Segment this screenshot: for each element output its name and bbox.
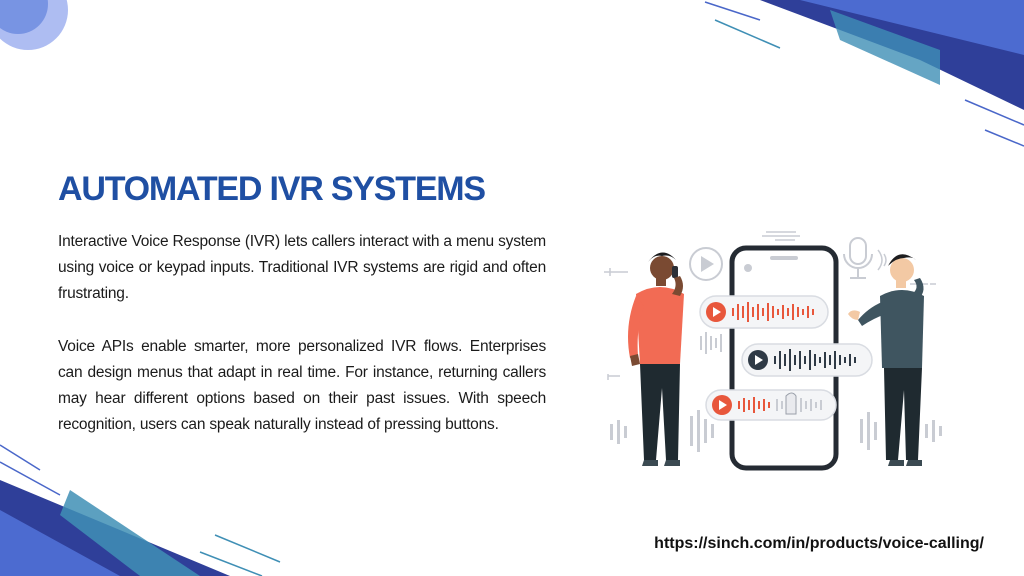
paragraph-voice-apis: Voice APIs enable smarter, more personal…: [58, 338, 546, 433]
bottom-left-line-2: [0, 461, 61, 496]
play-bubble-triangle: [701, 256, 714, 272]
bottom-left-stripe-blue: [0, 510, 120, 576]
voice-message-3: [705, 389, 837, 421]
top-right-stripe-teal: [830, 10, 940, 85]
top-right-stripe-blue: [800, 0, 1024, 55]
microphone-icon: [843, 237, 873, 279]
slide-title: AUTOMATED IVR SYSTEMS: [58, 170, 486, 208]
voice-message-1: [699, 295, 829, 329]
caller-man-figure: [628, 252, 684, 466]
background-doodles: [604, 231, 936, 380]
voice-message-2: [741, 343, 873, 377]
background-sound-bars: [610, 332, 942, 452]
source-url[interactable]: https://sinch.com/in/products/voice-call…: [654, 535, 984, 552]
voice-call-illustration: [604, 231, 942, 471]
top-right-line-1: [704, 1, 761, 21]
bottom-left-line-3: [214, 534, 281, 563]
phone-speaker: [770, 256, 798, 260]
agent-man-figure: [848, 254, 924, 466]
top-right-line-3: [964, 99, 1024, 126]
paragraph-ivr-intro: Interactive Voice Response (IVR) lets ca…: [58, 233, 546, 302]
speech-waves-icon: [877, 249, 887, 271]
top-right-line-2: [714, 19, 781, 49]
bottom-left-line-4: [199, 551, 263, 576]
bottom-left-stripe-teal: [60, 490, 200, 576]
corner-circle-dark: [0, 0, 48, 34]
top-right-line-4: [984, 129, 1024, 147]
bottom-left-line-1: [0, 444, 41, 471]
phone-camera: [744, 264, 752, 272]
